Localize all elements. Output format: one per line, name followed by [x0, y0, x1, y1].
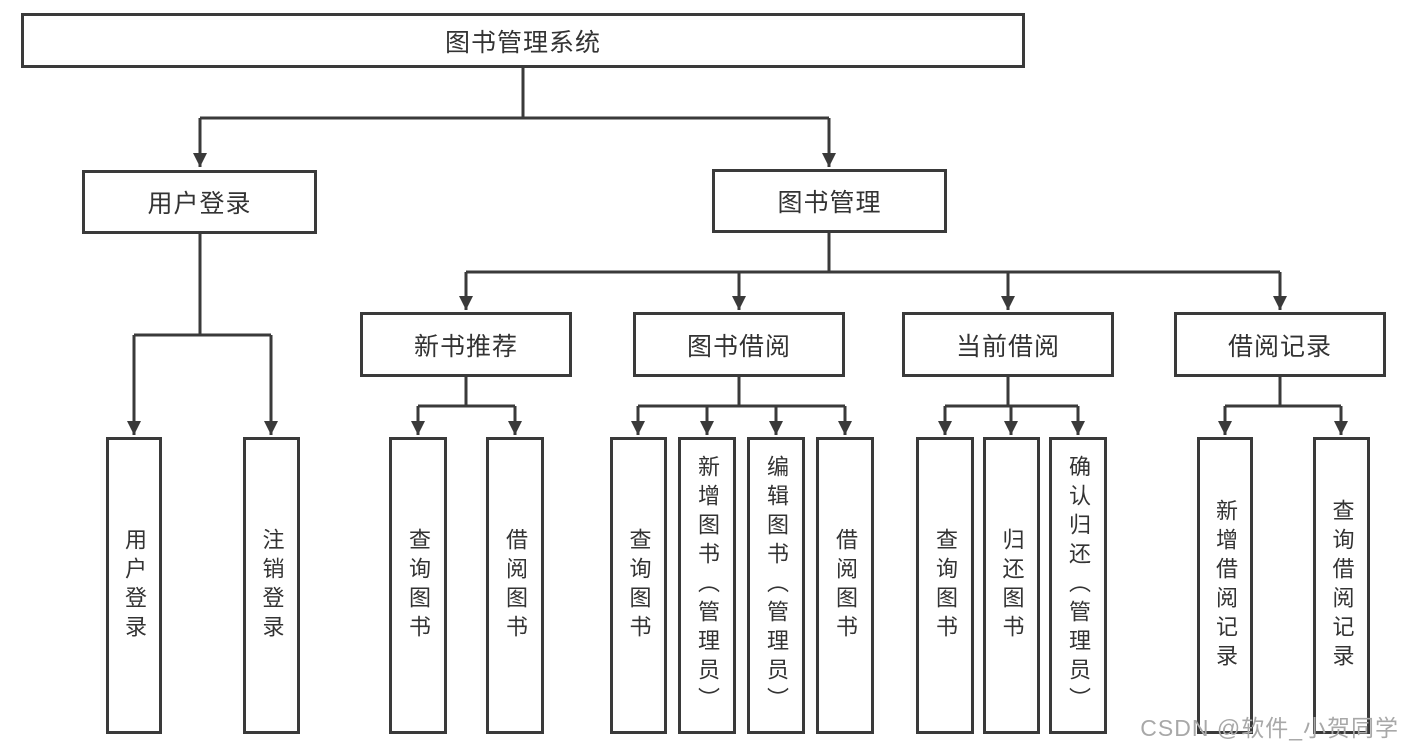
leaf-logout-login: 注销登录 [243, 437, 300, 734]
leaf-confirm-return-admin: 确认归还（管理员） [1049, 437, 1107, 734]
node-user-login: 用户登录 [82, 170, 317, 234]
watermark-text: CSDN @软件_小贺同学 [1140, 715, 1399, 741]
leaf-return-books: 归还图书 [983, 437, 1040, 734]
node-book-borrowing: 图书借阅 [633, 312, 845, 377]
leaf-edit-books-admin: 编辑图书（管理员） [747, 437, 805, 734]
leaf-query-borrow-record: 查询借阅记录 [1313, 437, 1370, 734]
leaf-borrow-books-rec: 借阅图书 [486, 437, 544, 734]
leaf-add-borrow-record: 新增借阅记录 [1197, 437, 1253, 734]
leaf-query-books-borrow: 查询图书 [610, 437, 667, 734]
leaf-query-books-current: 查询图书 [916, 437, 974, 734]
node-book-management: 图书管理 [712, 169, 947, 233]
node-borrowing-records: 借阅记录 [1174, 312, 1386, 377]
leaf-borrow-books: 借阅图书 [816, 437, 874, 734]
leaf-query-books-rec: 查询图书 [389, 437, 447, 734]
node-new-book-recommend: 新书推荐 [360, 312, 572, 377]
leaf-add-books-admin: 新增图书（管理员） [678, 437, 736, 734]
leaf-user-login: 用户登录 [106, 437, 162, 734]
node-library-system: 图书管理系统 [21, 13, 1025, 68]
node-current-borrowing: 当前借阅 [902, 312, 1114, 377]
